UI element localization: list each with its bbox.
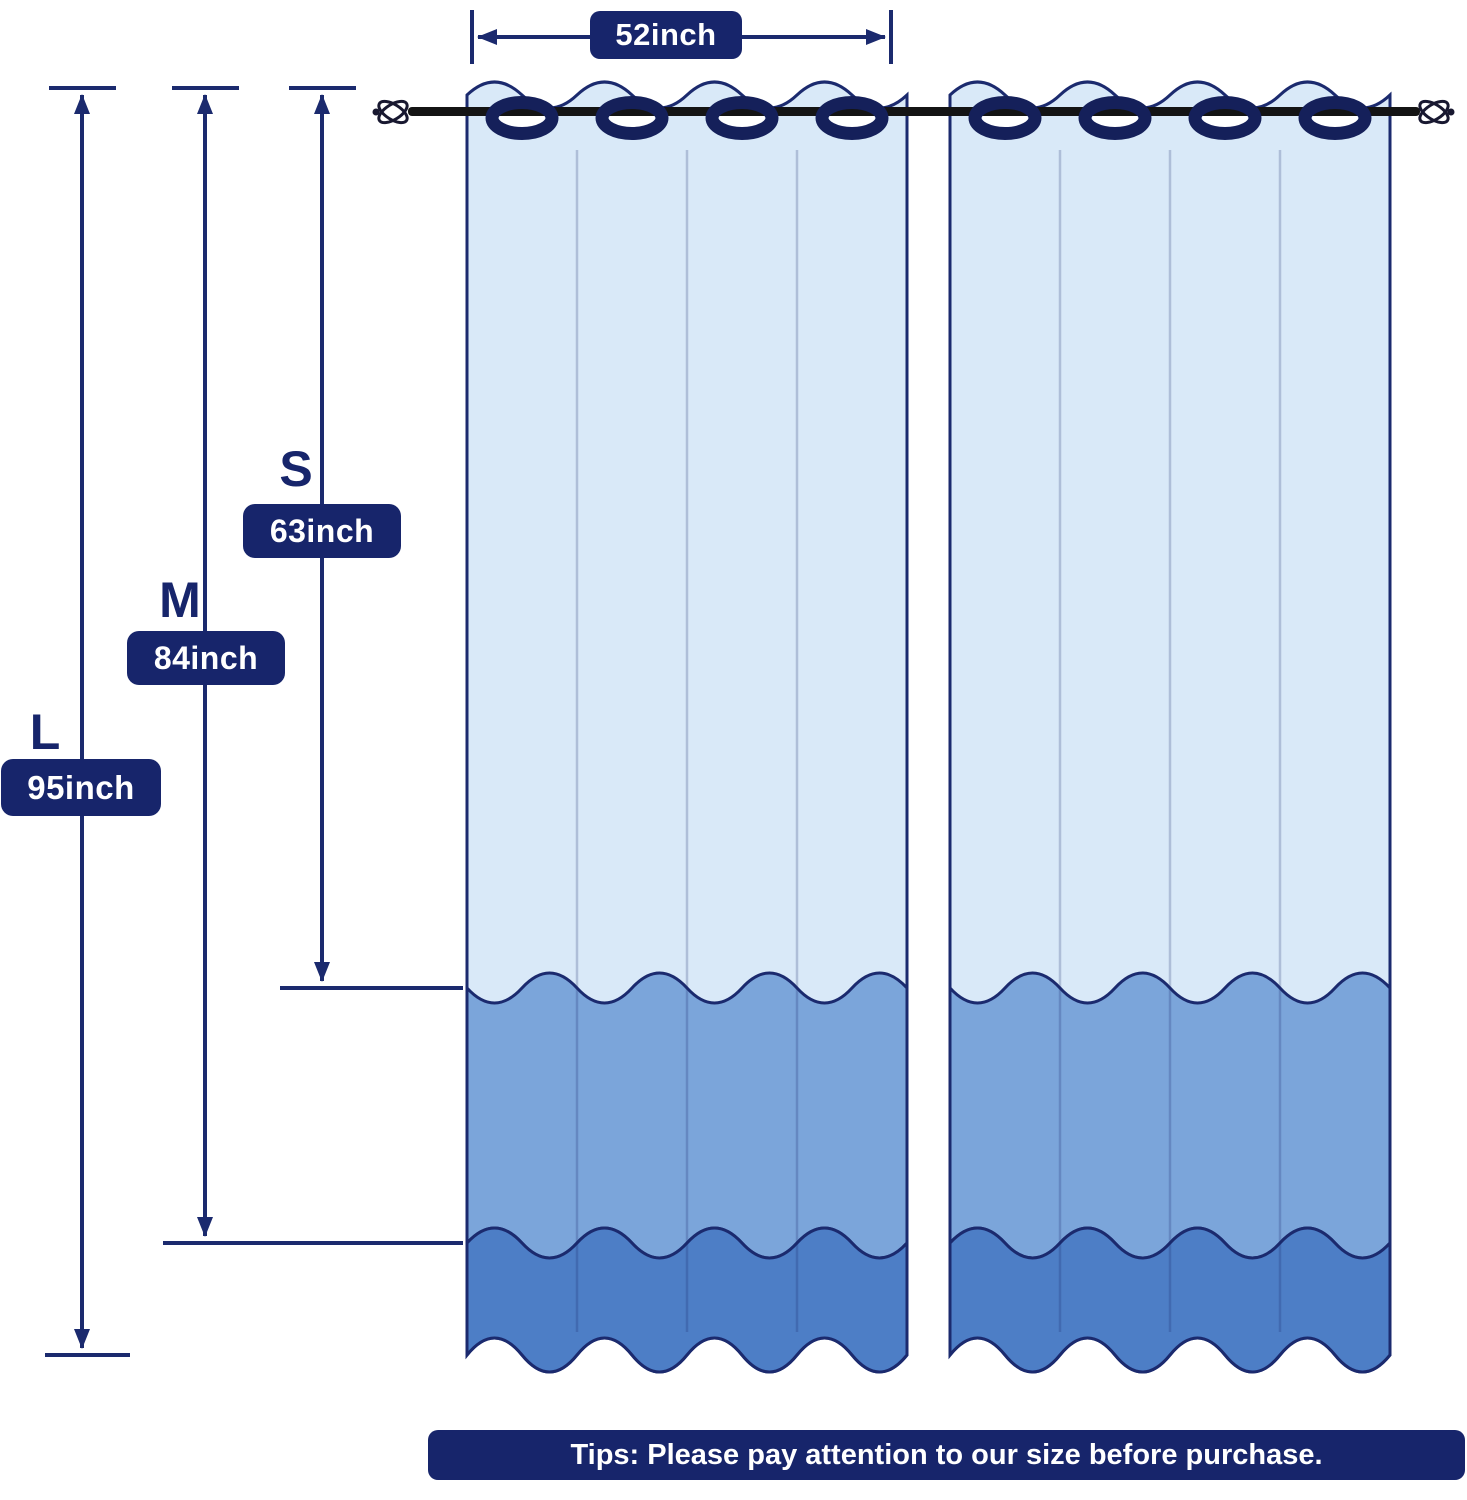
size-s-height-badge: 63inch: [243, 504, 401, 558]
size-l-height-badge: 95inch: [1, 759, 161, 816]
height-arrow-size-l: [45, 86, 130, 1357]
size-letter-l: L: [29, 704, 61, 760]
curtain-rod: [408, 107, 1420, 116]
tips-banner: Tips: Please pay attention to our size b…: [428, 1430, 1465, 1480]
size-m-height-badge: 84inch: [127, 631, 285, 685]
rod-finial-right: [1418, 99, 1455, 125]
rod-finial-left: [372, 99, 409, 125]
size-letter-s: S: [279, 441, 313, 497]
size-letter-m: M: [159, 572, 201, 628]
width-dimension-badge: 52inch: [590, 11, 742, 59]
curtain-panel-left: [465, 80, 909, 1374]
curtain-panel-right: [948, 80, 1392, 1374]
